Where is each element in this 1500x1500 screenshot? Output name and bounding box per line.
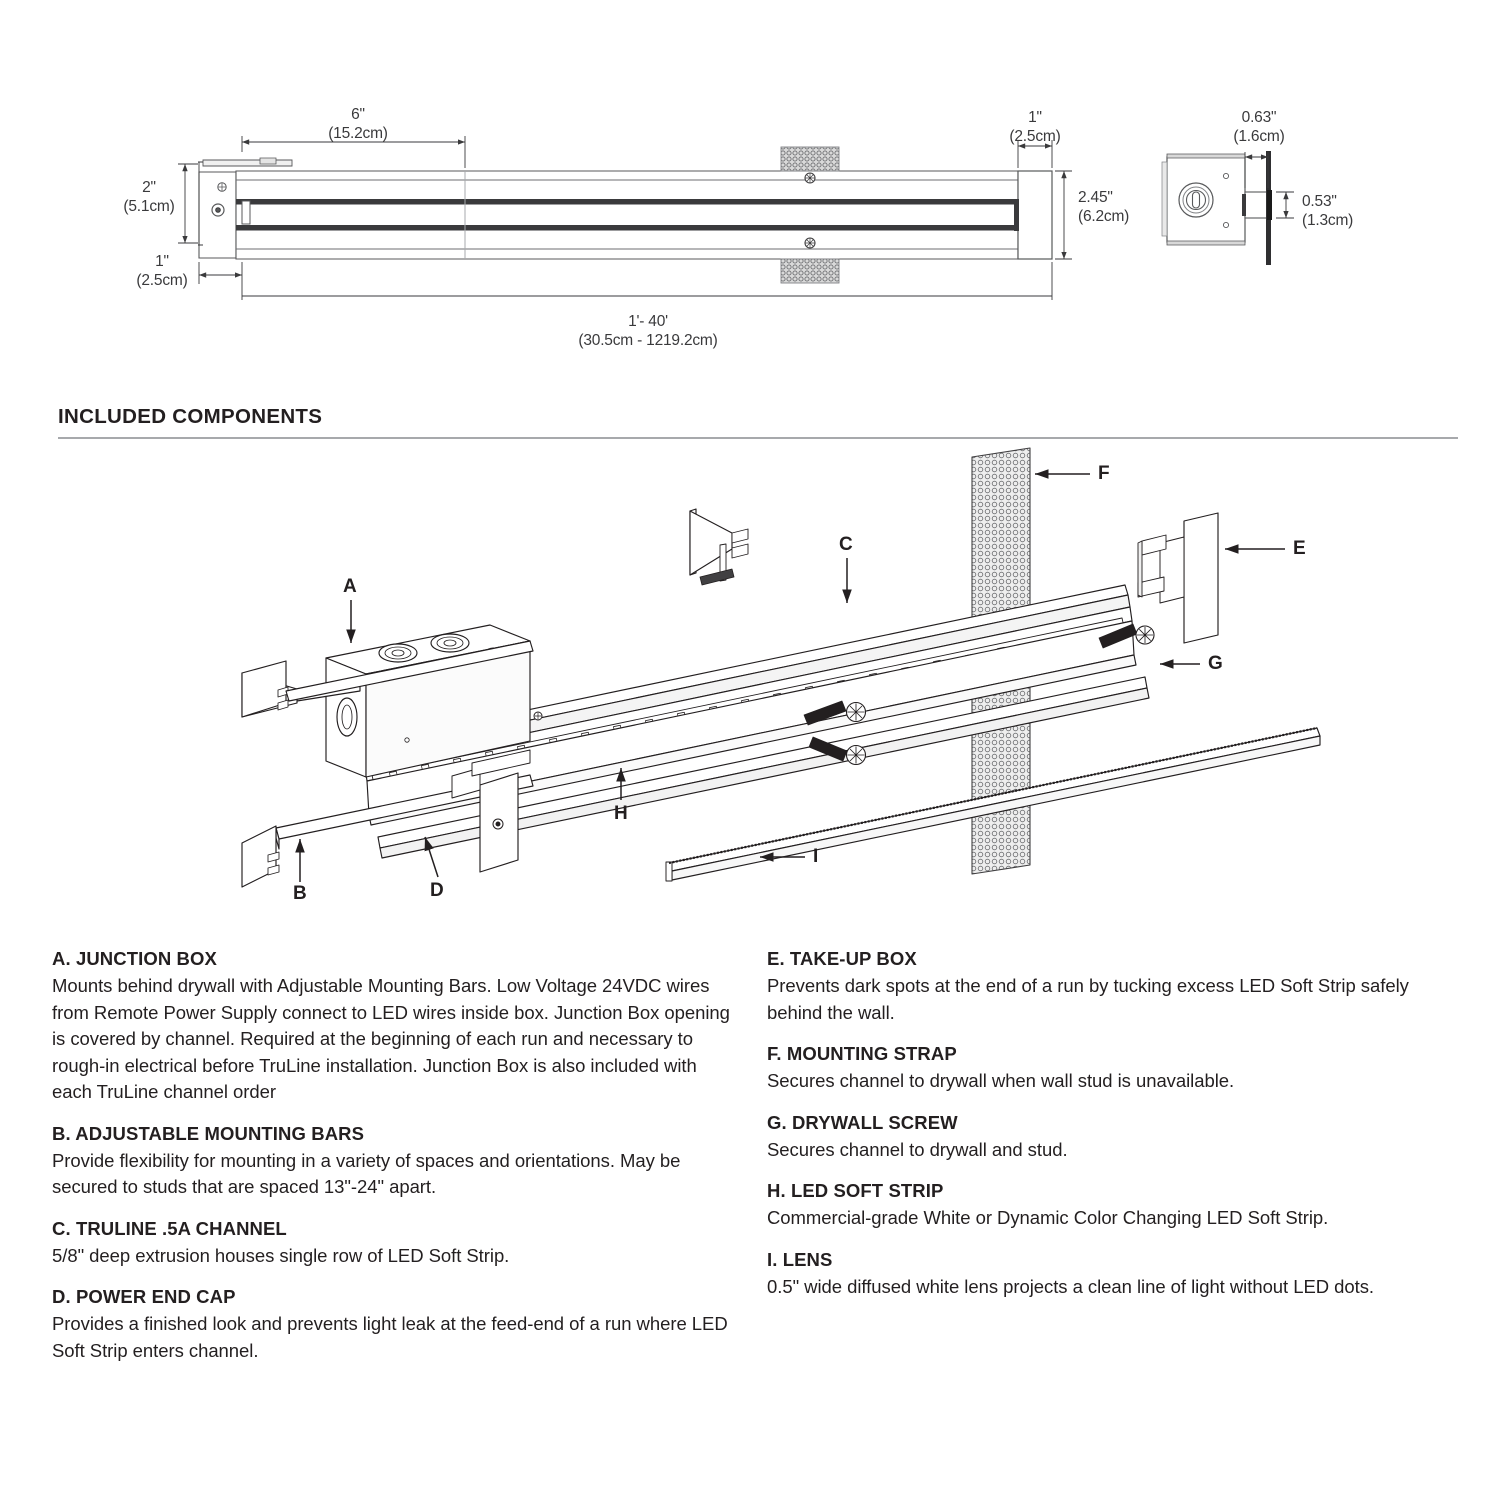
description-body: Prevents dark spots at the end of a run …: [767, 975, 1409, 1023]
dim-value: 0.53": [1302, 193, 1337, 210]
mounting-strap-top: [780, 146, 840, 172]
dim-height-245in: 2.45" (6.2cm): [1078, 188, 1168, 226]
description-lens: I. LENS 0.5" wide diffused white lens pr…: [767, 1249, 1477, 1301]
description-mounting-strap: F. MOUNTING STRAP Secures channel to dry…: [767, 1043, 1477, 1095]
description-power-end-cap: D. POWER END CAP Provides a finished loo…: [52, 1286, 762, 1364]
take-up-box: [1137, 512, 1219, 644]
drywall-screw-channel: [803, 700, 867, 726]
leader-d: [424, 836, 439, 878]
channel-clip-bracket: [689, 508, 749, 586]
description-title: F. MOUNTING STRAP: [767, 1043, 957, 1064]
descriptions-left-column: A. JUNCTION BOX Mounts behind drywall wi…: [52, 948, 762, 1381]
dim-depth-063in: 0.63" (1.6cm): [1202, 108, 1316, 146]
dim-value: 1": [155, 253, 169, 270]
callout-label-i: I: [813, 846, 819, 867]
callout-label-g: G: [1208, 653, 1223, 674]
dim-metric: (2.5cm): [136, 272, 188, 289]
callout-label-a: A: [343, 576, 357, 597]
truline-channel-lower-rail: [377, 676, 1150, 859]
callout-label-f: F: [1098, 463, 1110, 484]
included-components-heading: INCLUDED COMPONENTS: [58, 405, 323, 428]
dim-metric: (15.2cm): [328, 125, 388, 142]
section-divider: [58, 437, 1458, 439]
dim-endcap-1in: 1" (2.5cm): [996, 108, 1074, 146]
description-body: Commercial-grade White or Dynamic Color …: [767, 1207, 1329, 1228]
dimension-drawing-svg: [178, 136, 1294, 300]
drywall-screw-upper: [1098, 623, 1155, 649]
dim-length-range: 1'- 40' (30.5cm - 1219.2cm): [508, 312, 788, 350]
dim-metric: (1.6cm): [1233, 128, 1285, 145]
description-body: 0.5" wide diffused white lens projects a…: [767, 1275, 1375, 1297]
dim-metric: (5.1cm): [123, 198, 175, 215]
dim-depth-053in: 0.53" (1.3cm): [1302, 192, 1392, 230]
description-title: D. POWER END CAP: [52, 1286, 236, 1307]
description-title: G. DRYWALL SCREW: [767, 1111, 958, 1133]
description-body: Mounts behind drywall with Adjustable Mo…: [52, 975, 730, 1102]
description-body: Secures channel to drywall and stud.: [767, 1138, 1068, 1160]
dim-value: 1'- 40': [628, 313, 668, 330]
description-title: B. ADJUSTABLE MOUNTING BARS: [52, 1122, 365, 1144]
dim-value: 6": [351, 106, 365, 123]
dim-height-2in: 2" (5.1cm): [113, 178, 185, 216]
callout-label-b: B: [293, 883, 307, 904]
dim-offset-1in: 1" (2.5cm): [123, 252, 201, 290]
callout-label-h: H: [614, 803, 628, 824]
dim-value: 0.63": [1241, 109, 1277, 126]
description-title: I. LENS: [767, 1248, 833, 1270]
lens-strip: [665, 726, 1321, 882]
description-body: Secures channel to drywall when wall stu…: [767, 1070, 1235, 1091]
dim-metric: (1.3cm): [1302, 212, 1354, 229]
description-junction-box: A. JUNCTION BOX Mounts behind drywall wi…: [52, 948, 762, 1106]
description-title: C. TRULINE .5A CHANNEL: [52, 1217, 287, 1239]
drywall-screw-loose: [808, 736, 867, 766]
dim-value: 2": [142, 179, 156, 196]
description-adjustable-mounting-bars: B. ADJUSTABLE MOUNTING BARS Provide flex…: [52, 1123, 762, 1201]
dim-metric: (30.5cm - 1219.2cm): [578, 332, 718, 349]
mounting-strap-bottom: [780, 258, 840, 284]
callout-label-e: E: [1293, 538, 1306, 559]
product-dimension-drawing: 6" (15.2cm) 2" (5.1cm) 1" (2.5cm) 1" (2.…: [0, 0, 1500, 390]
description-body: Provide flexibility for mounting in a va…: [52, 1149, 681, 1198]
callout-label-c: C: [839, 534, 853, 555]
description-drywall-screw: G. DRYWALL SCREW Secures channel to dryw…: [767, 1112, 1477, 1164]
description-title: A. JUNCTION BOX: [52, 948, 217, 969]
descriptions-right-column: E. TAKE-UP BOX Prevents dark spots at th…: [767, 948, 1477, 1381]
description-title: E. TAKE-UP BOX: [767, 948, 917, 969]
dim-width-6in: 6" (15.2cm): [303, 105, 413, 143]
description-body: Provides a finished look and prevents li…: [52, 1313, 728, 1361]
description-body: 5/8" deep extrusion houses single row of…: [52, 1244, 510, 1266]
component-descriptions: A. JUNCTION BOX Mounts behind drywall wi…: [0, 948, 1500, 1381]
dim-metric: (6.2cm): [1078, 208, 1130, 225]
power-end-cap: [451, 749, 531, 873]
exploded-components-diagram: A B C D E F G H I: [60, 445, 1460, 915]
description-title: H. LED SOFT STRIP: [767, 1180, 944, 1201]
exploded-diagram-svg: [241, 447, 1321, 888]
callout-label-d: D: [430, 880, 444, 901]
description-take-up-box: E. TAKE-UP BOX Prevents dark spots at th…: [767, 948, 1477, 1026]
description-truline-channel: C. TRULINE .5A CHANNEL 5/8" deep extrusi…: [52, 1218, 762, 1270]
dim-value: 2.45": [1078, 189, 1113, 206]
junction-box: [325, 624, 543, 778]
dim-metric: (2.5cm): [1009, 128, 1061, 145]
dim-value: 1": [1028, 109, 1042, 126]
description-led-soft-strip: H. LED SOFT STRIP Commercial-grade White…: [767, 1180, 1477, 1232]
